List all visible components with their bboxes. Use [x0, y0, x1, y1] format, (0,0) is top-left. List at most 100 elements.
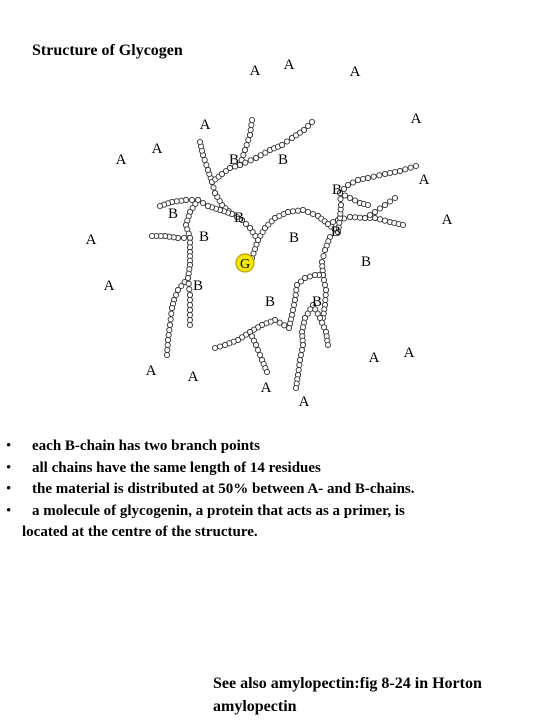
residue-chain [196, 138, 216, 186]
glucose-residue [246, 131, 254, 139]
residue-chain [208, 161, 244, 186]
glucose-residue [184, 274, 192, 282]
glycogenin-label: G [240, 257, 250, 272]
residue-chain [285, 281, 301, 332]
glucose-residue [381, 170, 389, 178]
glucose-residue [211, 189, 219, 197]
glucose-residue [201, 156, 208, 164]
note-item: •all chains have the same length of 14 r… [6, 458, 536, 480]
glucose-residue [242, 159, 249, 166]
glucose-residue [204, 166, 212, 174]
glucose-residue [299, 206, 307, 214]
glucose-residue [344, 181, 352, 189]
glucose-residue [309, 210, 317, 218]
glucose-residue [167, 316, 174, 323]
b-chain-label: B [332, 182, 342, 198]
glucose-residue [283, 138, 291, 145]
a-chain-label: A [200, 117, 211, 133]
glucose-residue [257, 152, 264, 159]
glucose-residue [391, 168, 399, 176]
glucose-residue [164, 341, 171, 349]
a-chain-label: A [261, 380, 272, 396]
glucose-residue [322, 286, 330, 294]
residue-chain [194, 196, 236, 218]
glucose-residue [308, 118, 316, 126]
residue-chain [319, 271, 330, 322]
glucose-residue [245, 136, 252, 144]
glucose-residue [292, 384, 300, 392]
b-chain-label: B [331, 224, 341, 240]
glucose-residue [210, 184, 217, 191]
glucose-residue [233, 213, 241, 221]
note-item: •each B-chain has two branch points [6, 436, 536, 458]
glucose-residue [216, 343, 224, 350]
glucose-residue [285, 324, 293, 332]
note-text: the material is distributed at 50% betwe… [32, 481, 415, 497]
b-chain-label: B [265, 294, 275, 310]
b-chain-label: B [234, 210, 244, 226]
glucose-residue [402, 166, 409, 173]
glucose-residue [292, 291, 299, 299]
glucose-residue [148, 232, 156, 240]
b-chain-label: B [199, 229, 209, 245]
residue-chain [182, 196, 202, 242]
glucose-residue [391, 194, 399, 202]
residue-chain [278, 118, 316, 149]
glucose-residue [337, 195, 344, 203]
glucose-residue [361, 214, 369, 222]
glucose-residue [381, 217, 389, 224]
glucose-residue [340, 185, 348, 193]
glucose-residue [186, 311, 194, 319]
glucose-residue [376, 205, 384, 212]
a-chain-label: A [350, 64, 361, 80]
glucose-residue [241, 146, 249, 154]
glucose-residue [349, 179, 357, 186]
a-chain-label: A [86, 232, 97, 248]
glucose-residue [186, 306, 194, 314]
glucose-residue [341, 192, 349, 199]
residue-chain [184, 274, 194, 329]
glucose-residue [291, 296, 299, 304]
glycogenin-circle [235, 253, 255, 273]
residue-chains [148, 116, 420, 392]
a-chain-label: A [419, 172, 430, 188]
glucose-residue [376, 216, 384, 223]
a-chain-label: A [152, 141, 163, 157]
note-text: all chains have the same length of 14 re… [32, 459, 321, 476]
residue-chain [336, 189, 372, 209]
a-chain-label: A [250, 63, 261, 79]
glucose-residue [247, 157, 254, 164]
glucose-residue [203, 161, 210, 169]
glucose-residue [164, 346, 171, 354]
glucose-residue [386, 198, 394, 205]
a-chain-label: A [299, 394, 310, 410]
glucose-residue [324, 341, 332, 349]
glucose-residue [321, 246, 329, 254]
bullet-dot: • [6, 481, 12, 497]
a-chain-label: A [284, 57, 295, 73]
glucose-residue [356, 214, 364, 221]
glucose-residue [186, 291, 194, 299]
glucose-residue [186, 316, 194, 324]
residue-chain [318, 233, 334, 279]
residue-chain [364, 162, 420, 182]
glucose-residue [236, 161, 244, 169]
glucose-residue [295, 366, 302, 374]
glucose-residue [166, 326, 173, 334]
glucose-residue [294, 207, 302, 214]
glucose-residue [381, 201, 389, 209]
glucose-residue [386, 169, 394, 177]
glucose-residue [321, 281, 329, 289]
glucose-residue [297, 278, 305, 285]
glucose-residue [242, 220, 250, 228]
b-chain-label: B [312, 294, 322, 310]
a-chain-label: A [369, 350, 380, 366]
glucose-residue [238, 216, 246, 224]
glucose-residue [304, 310, 311, 317]
glucose-residue [163, 351, 171, 359]
footer-note: See also amylopectin:fig 8-24 in Horton … [213, 672, 482, 718]
glucose-residue [371, 214, 379, 222]
glucose-residue [296, 361, 303, 369]
